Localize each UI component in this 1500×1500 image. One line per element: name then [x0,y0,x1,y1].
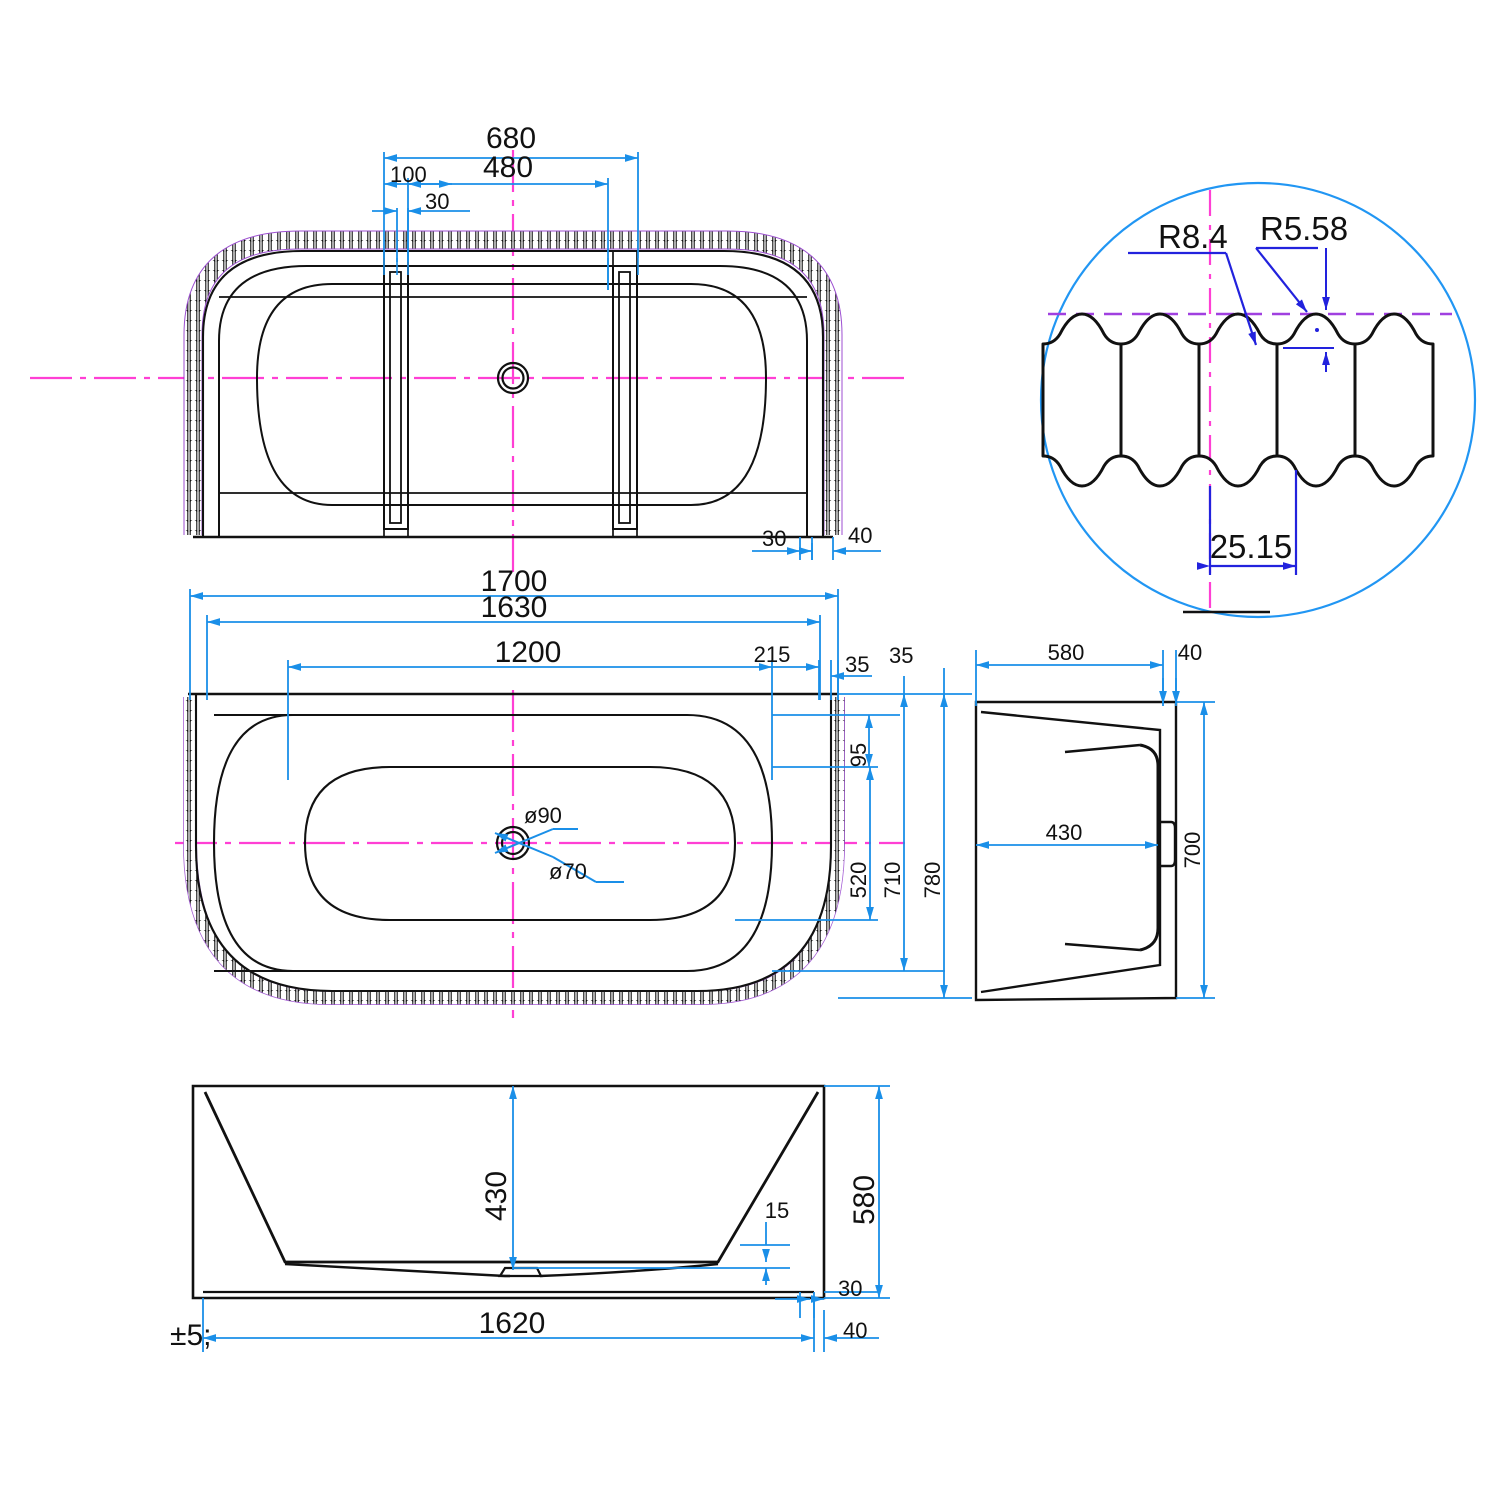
dim-label-r558: R5.58 [1260,210,1348,247]
front-bowl-oval [255,283,768,506]
dim-label-100: 100 [390,162,427,187]
view-plan: ø90 ø70 1700 1630 [175,565,972,1018]
plan-rim-offset-1 [214,713,774,973]
dim-label-dia90: ø90 [524,803,562,828]
dim-label-35-a: 35 [845,652,869,677]
plan-drain-outer [495,825,531,861]
dim-label-tolerance: ±5; [170,1319,211,1352]
side-bowl-profile [1139,743,1160,952]
front-bottom-right-dims [752,537,881,560]
dim-label-430-side: 430 [1046,820,1083,845]
front-overflow-outer [496,361,530,395]
section-floor-left [284,1262,510,1278]
dim-label-1620-sec: 1620 [479,1307,546,1340]
detail-boundary-circle [1039,181,1477,619]
front-overflow-inner [501,366,525,390]
dim-label-40-right: 40 [848,523,872,548]
dim-label-1200: 1200 [495,636,562,669]
dim-label-2515: 25.15 [1210,528,1293,565]
dim-label-95: 95 [846,743,871,767]
section-dimension-group [202,1085,890,1352]
plan-rim-offset-1-left [212,713,294,973]
dim-label-680: 680 [486,122,536,155]
dim-label-710: 710 [880,862,905,899]
view-side: 580 40 430 700 [974,640,1215,1002]
dim-label-30-top: 30 [425,189,449,214]
detail-radius-stack [1283,248,1334,372]
dim-label-580-side: 580 [1048,640,1085,665]
fluted-skirt-plan [183,697,845,1005]
detail-leader-r84 [1128,251,1258,346]
dim-label-1700: 1700 [481,565,548,598]
dim-label-15-sec: 15 [765,1198,789,1223]
plan-bowl-inner [303,765,737,922]
dim-label-430-sec: 430 [480,1171,513,1221]
dim-label-dia70: ø70 [549,859,587,884]
detail-pitch-dim [1197,470,1298,575]
dim-label-35-b: 35 [889,643,913,668]
dim-label-40-side: 40 [1178,640,1202,665]
plan-horizontal-dims [189,589,872,780]
side-overflow-lug [1158,820,1177,868]
view-section: 430 15 580 30 1620 40 ±5; [170,1084,890,1352]
dim-label-480: 480 [483,151,533,184]
front-outer-outline [201,249,825,539]
view-front-elevation: 680 480 100 30 30 40 [30,122,905,572]
dim-label-780: 780 [920,862,945,899]
front-dimension-group [372,152,639,290]
plan-drain-inner [500,830,526,856]
plan-vertical-dims [735,668,972,999]
dim-label-580-sec: 580 [848,1175,881,1225]
plan-drain-leaders [494,828,624,883]
detail-flute-top-profile [1041,312,1435,346]
view-flute-detail: R8.4 R5.58 25.15 [1039,181,1477,619]
dim-label-30-right: 30 [762,526,786,551]
fluted-skirt-front [183,230,843,535]
dim-label-215: 215 [754,642,791,667]
dim-label-30-sec: 30 [838,1276,862,1301]
dim-label-520: 520 [846,862,871,899]
dim-label-1630: 1630 [481,591,548,624]
dim-label-r84: R8.4 [1158,218,1228,255]
dim-label-700-side: 700 [1180,832,1205,869]
front-inner-offset [218,265,808,537]
section-floor-right [539,1262,719,1278]
dim-label-40-sec: 40 [843,1318,867,1343]
side-inner-taper [980,710,1162,994]
detail-flute-bottom-profile [1041,454,1435,488]
detail-flute-ribs [1041,344,1435,456]
side-dimension-group [975,650,1215,999]
detail-leader-r558 [1255,246,1318,313]
section-inner-wall [203,1091,820,1264]
plan-outer-rim [194,694,833,993]
